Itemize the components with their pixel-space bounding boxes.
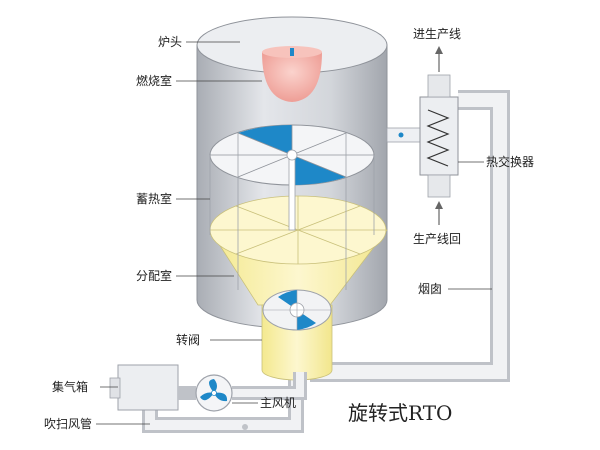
rotary-valve (261, 289, 333, 381)
label-rotary-valve: 转阀 (176, 332, 200, 347)
arrow-up-icon (435, 46, 443, 54)
flow-arrows (435, 46, 443, 225)
label-collection-box: 集气箱 (52, 379, 88, 394)
distribution-funnel (209, 195, 388, 306)
main-fan (195, 374, 233, 412)
collection-box (109, 364, 179, 411)
label-combustion-chamber: 燃烧室 (136, 73, 172, 88)
combustion-flame (262, 46, 322, 102)
label-to-production-line: 进生产线 (413, 27, 461, 41)
flue-pipe (310, 90, 510, 382)
main-duct (178, 372, 307, 400)
label-burner: 炉头 (158, 35, 182, 49)
chamber-lines (209, 133, 375, 290)
burner-icon (290, 48, 294, 56)
label-regenerator: 蓄热室 (136, 191, 172, 206)
label-from-production-line: 生产线回 (413, 232, 461, 246)
label-distribution-chamber: 分配室 (136, 268, 172, 283)
diagram-title: 旋转式RTO (348, 401, 452, 425)
leader-lines (96, 41, 492, 425)
label-main-fan: 主风机 (260, 396, 296, 410)
heat-exchanger (386, 74, 459, 198)
label-heat-exchanger: 热交换器 (486, 154, 534, 169)
label-flue: 烟囱 (418, 282, 442, 296)
arrow-up-icon (435, 201, 443, 209)
label-purge-pipe: 吹扫风管 (44, 416, 92, 431)
fan-icon (200, 379, 228, 402)
